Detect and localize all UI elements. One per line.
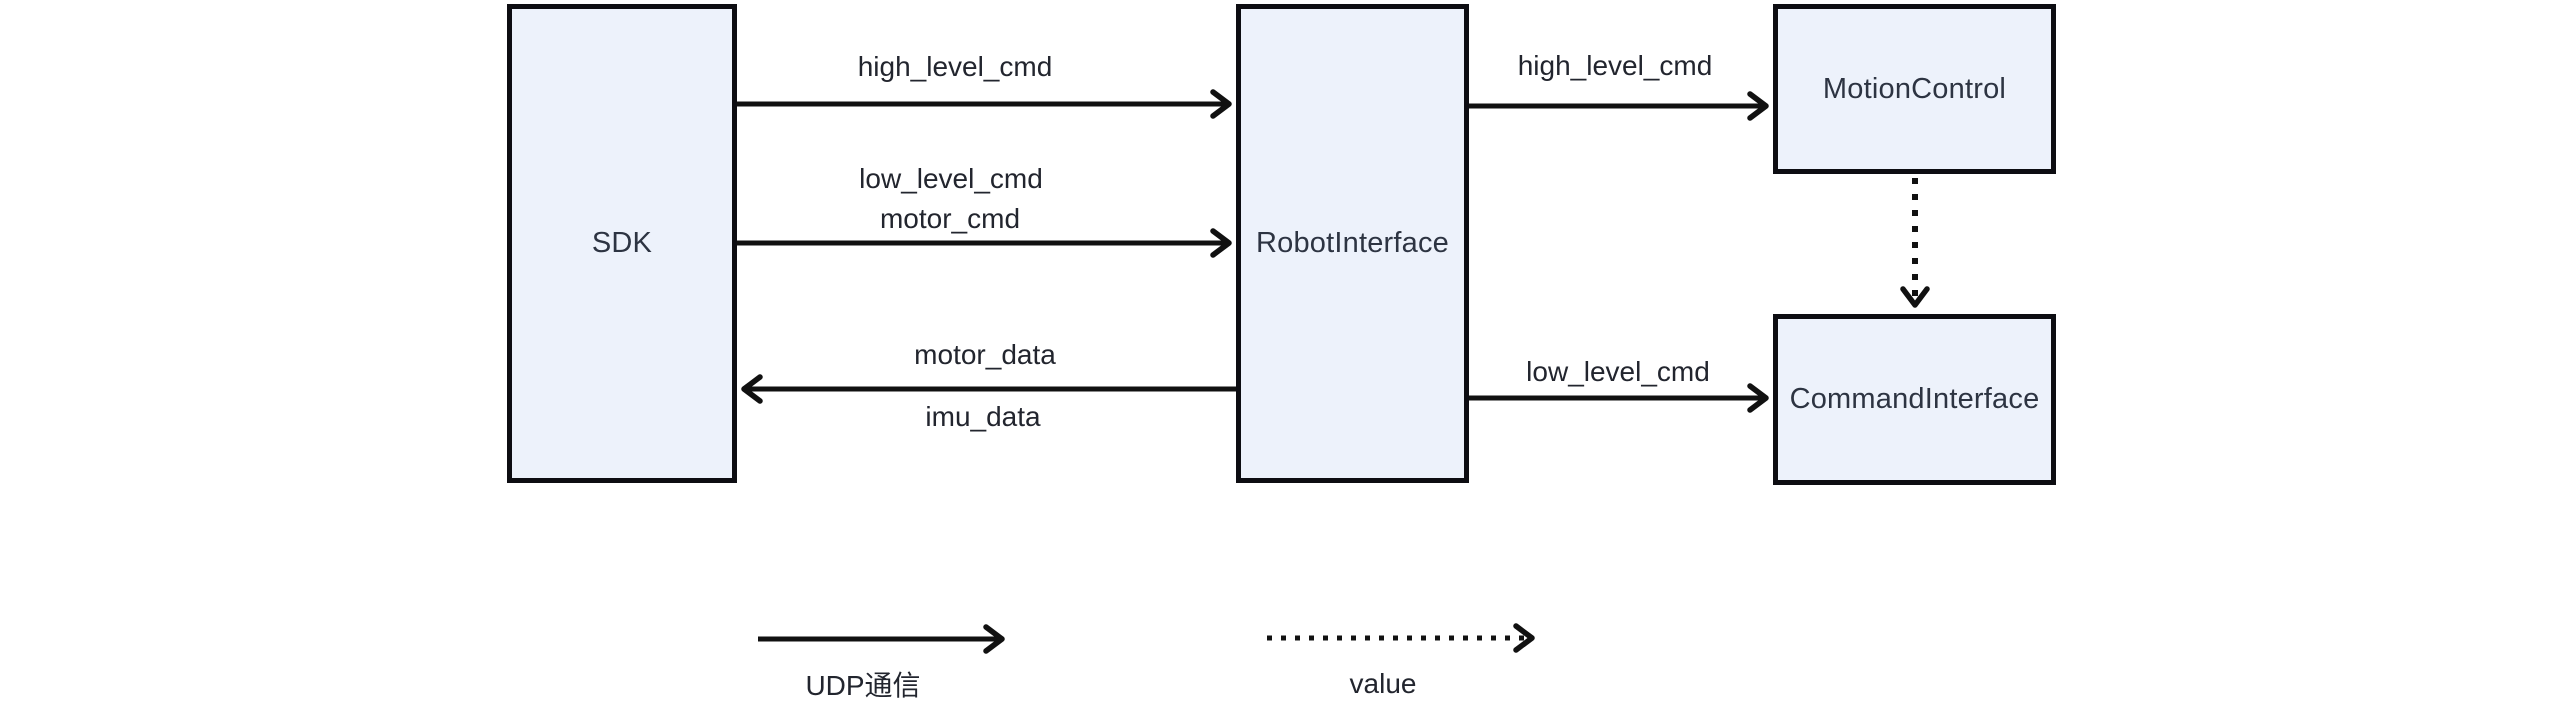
node-motion-control-label: MotionControl xyxy=(1822,72,2007,105)
node-sdk-label: SDK xyxy=(591,227,653,259)
edge-label-imu-data: imu_data xyxy=(925,401,1041,432)
node-motion-control: MotionControl xyxy=(1773,4,2056,174)
node-robot-interface: RobotInterface xyxy=(1236,4,1469,483)
edge-label-high-level-cmd-right: high_level_cmd xyxy=(1517,50,1713,81)
edge-label-high-level-cmd-left: high_level_cmd xyxy=(857,51,1053,82)
node-sdk: SDK xyxy=(507,4,737,483)
node-command-interface: CommandInterface xyxy=(1773,314,2056,485)
edge-label-motor-data: motor_data xyxy=(914,339,1056,370)
edge-label-low-level-cmd-right: low_level_cmd xyxy=(1526,356,1710,387)
legend-dotted-label: value xyxy=(1349,668,1417,699)
edge-label-motor-cmd: motor_cmd xyxy=(879,203,1021,234)
edge-label-low-level-cmd-left: low_level_cmd xyxy=(859,163,1043,194)
node-robot-interface-label: RobotInterface xyxy=(1255,227,1450,259)
legend-solid-label: UDP通信 xyxy=(805,670,921,701)
node-command-interface-label: CommandInterface xyxy=(1789,383,2040,415)
